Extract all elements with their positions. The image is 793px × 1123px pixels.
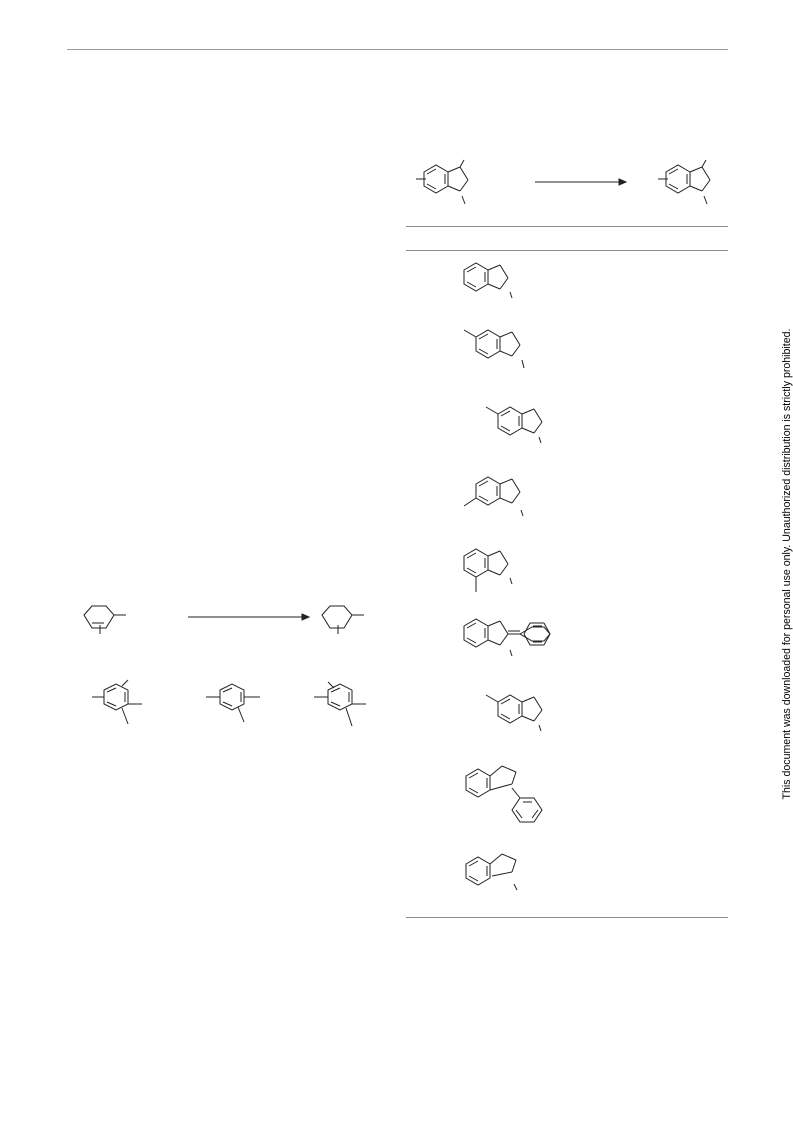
download-notice: This document was downloaded for persona… bbox=[781, 328, 793, 800]
reaction-arrow-arene bbox=[188, 613, 311, 621]
substrate-structure bbox=[463, 262, 513, 299]
indole-reactant-structure bbox=[416, 159, 469, 205]
arene-product-structure bbox=[321, 605, 364, 634]
arene-example-structure bbox=[206, 683, 260, 723]
arene-example-structure bbox=[314, 681, 366, 727]
substrate-structure bbox=[465, 765, 543, 823]
indole-product-structure bbox=[658, 159, 711, 205]
substrate-structure bbox=[463, 618, 551, 657]
table-top-rule bbox=[406, 226, 728, 227]
table-header-rule bbox=[406, 250, 728, 251]
arene-example-structure bbox=[92, 679, 142, 725]
substrate-structure bbox=[465, 853, 518, 891]
substrate-structure bbox=[485, 406, 543, 444]
header-rule bbox=[67, 49, 728, 50]
table-bottom-rule bbox=[406, 917, 728, 918]
substrate-structure bbox=[463, 548, 513, 592]
substrate-structure bbox=[463, 329, 525, 369]
substrate-structure bbox=[485, 694, 543, 732]
arene-reactant-structure bbox=[83, 605, 126, 634]
substrate-structure bbox=[463, 476, 524, 517]
reaction-arrow-indole bbox=[535, 178, 628, 186]
